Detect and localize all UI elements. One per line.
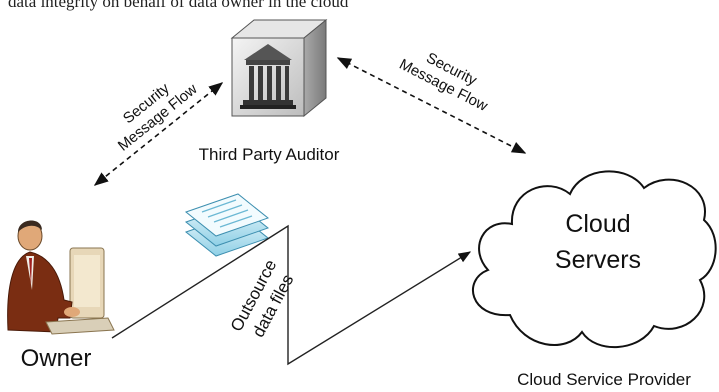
cloud-label-line1: Cloud [565, 210, 630, 238]
outsource-path-arrow [111, 224, 472, 366]
owner-label: Owner [21, 345, 92, 372]
document-stack-icon [184, 193, 270, 257]
security-flow-right-arrow [336, 57, 527, 154]
auditor-server-icon [230, 18, 328, 118]
cloud-label-line2: Servers [555, 246, 641, 274]
owner-person-icon [7, 220, 115, 335]
cropped-header-text: data integrity on behalf of data owner i… [8, 0, 349, 11]
cloud-icon [472, 170, 717, 348]
provider-label: Cloud Service Provider [517, 370, 691, 389]
security-flow-left-arrow [93, 82, 224, 186]
auditor-label: Third Party Auditor [199, 145, 340, 164]
